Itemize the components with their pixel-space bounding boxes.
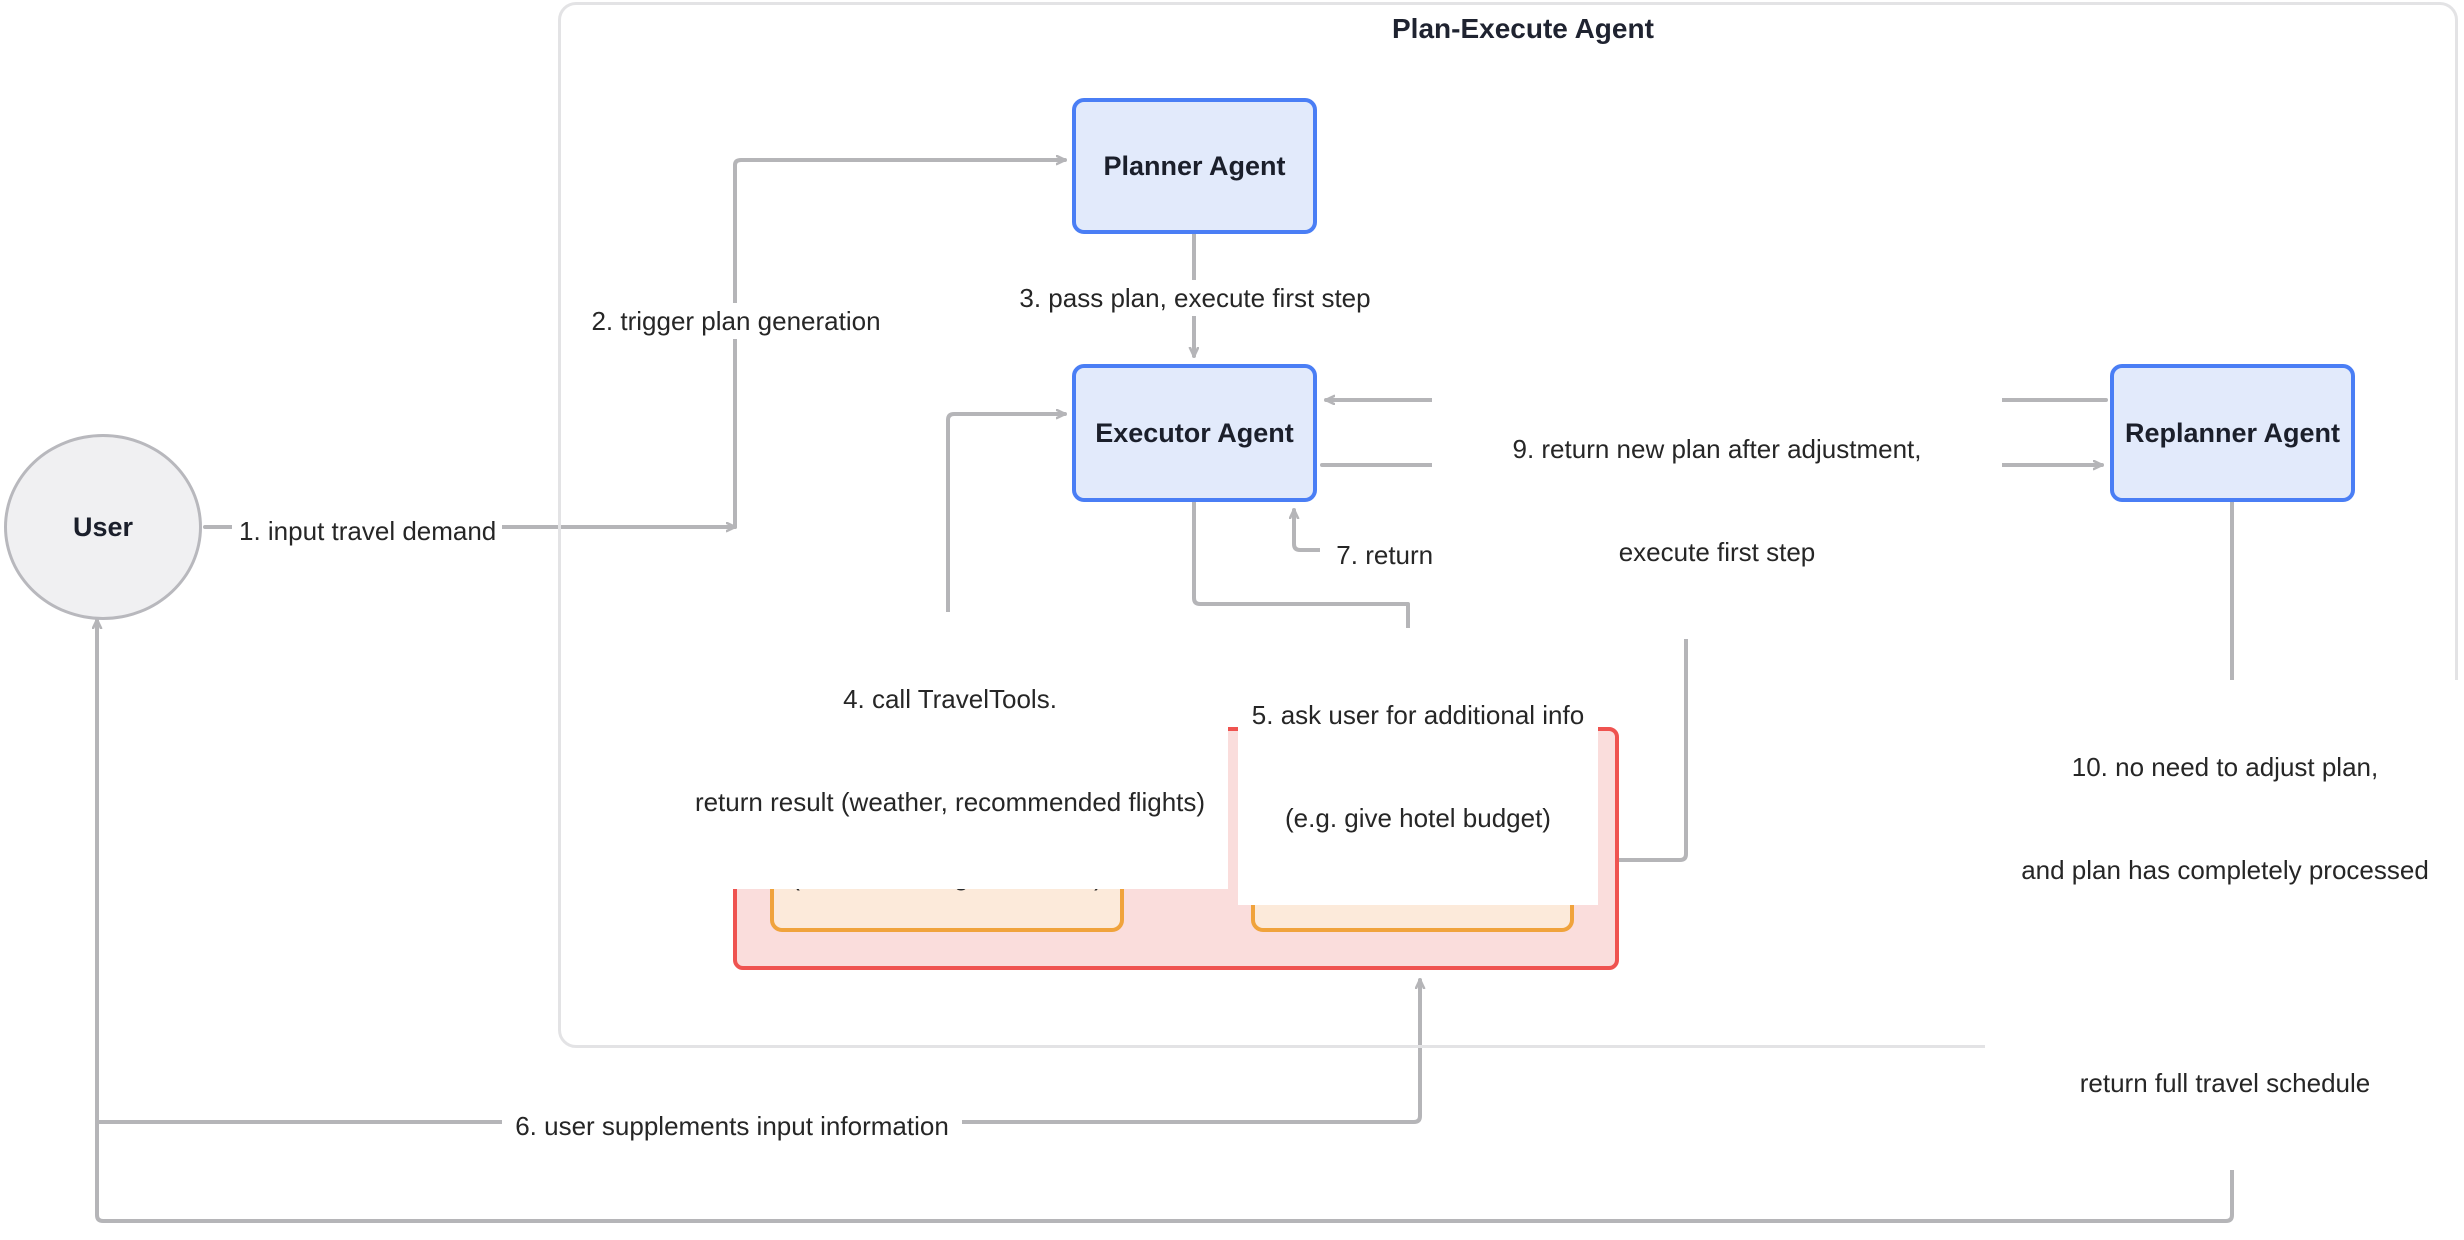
node-executor-agent[interactable]: Executor Agent	[1072, 364, 1317, 502]
node-planner-agent[interactable]: Planner Agent	[1072, 98, 1317, 234]
edge-label-2: 2. trigger plan generation	[582, 303, 890, 340]
node-executor-agent-label: Executor Agent	[1095, 417, 1294, 448]
edge-label-10-spacer	[1992, 956, 2458, 998]
edge-label-6: 6. user supplements input information	[502, 1108, 962, 1145]
edge-label-9: 9. return new plan after adjustment, exe…	[1432, 362, 2002, 639]
edge-label-4-line1: 4. call TravelTools.	[843, 683, 1057, 714]
edge-label-5-line1: 5. ask user for additional info	[1251, 699, 1585, 730]
edge-label-4-line2: return result (weather, recommended flig…	[694, 786, 1206, 817]
edge-label-1: 1. input travel demand	[232, 513, 502, 550]
edge-label-4: 4. call TravelTools. return result (weat…	[672, 612, 1228, 889]
plan-execute-agent-group	[558, 2, 2458, 1048]
edge-label-10-line3: return full travel schedule	[2079, 1068, 2371, 1099]
edge-label-9-line1: 9. return new plan after adjustment,	[1512, 433, 1922, 464]
edge-label-9-line2: execute first step	[1618, 536, 1816, 567]
edge-label-10: 10. no need to adjust plan, and plan has…	[1985, 680, 2464, 1171]
node-user-label: User	[72, 511, 134, 542]
edge-label-5-line2: (e.g. give hotel budget)	[1285, 802, 1551, 833]
plan-execute-agent-title: Plan-Execute Agent	[1392, 13, 1654, 44]
edge-label-5: 5. ask user for additional info (e.g. gi…	[1238, 628, 1598, 905]
node-planner-agent-label: Planner Agent	[1103, 150, 1286, 181]
node-user[interactable]: User	[4, 434, 202, 620]
node-replanner-agent-label: Replanner Agent	[2124, 417, 2341, 448]
node-replanner-agent[interactable]: Replanner Agent	[2110, 364, 2355, 502]
edge-label-10-line2: and plan has completely processed	[2021, 854, 2429, 885]
edge-label-10-line1: 10. no need to adjust plan,	[2071, 751, 2379, 782]
edge-label-3: 3. pass plan, execute first step	[1010, 280, 1380, 317]
